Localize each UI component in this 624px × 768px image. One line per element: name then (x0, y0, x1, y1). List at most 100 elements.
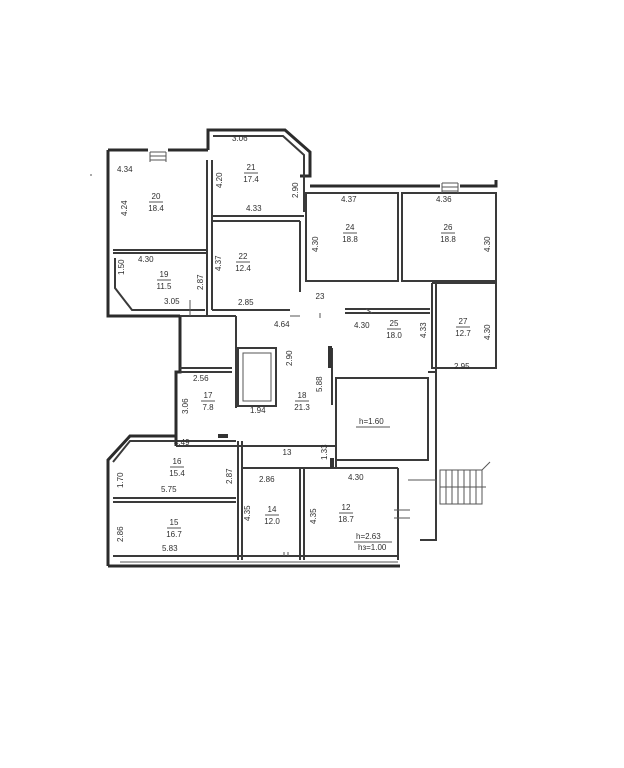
wall-16-inner (112, 440, 236, 463)
room-16-area: 15.4 (169, 469, 185, 478)
dim-2-90-18: 2.90 (285, 350, 294, 366)
wall-room21-inner (213, 135, 305, 212)
dim-2-87-19: 2.87 (196, 274, 205, 290)
dimension-labels: 3.06 4.34 4.20 2.90 4.24 4.33 4.37 4.36 … (116, 134, 492, 553)
dim-2-95: 2.95 (454, 362, 470, 371)
wall-room24 (305, 192, 399, 282)
dim-4-24: 4.24 (120, 200, 129, 216)
door-mark-16 (218, 434, 228, 438)
dim-4-30-27: 4.30 (483, 324, 492, 340)
room-18-area: 21.3 (294, 403, 310, 412)
wall-shaft (237, 347, 277, 407)
room-19-area: 11.5 (157, 282, 173, 291)
room-24-area: 18.8 (342, 235, 358, 244)
wall-top-26 (460, 180, 498, 188)
room-14-id: 14 (268, 505, 277, 514)
room-24-id: 24 (346, 223, 355, 232)
wall-left-top (106, 150, 180, 318)
room-18-id: 18 (298, 391, 307, 400)
dim-4-35-14: 4.35 (243, 505, 252, 521)
wall-stair-landing (408, 479, 437, 500)
room-23-id: 23 (316, 292, 325, 301)
dim-4-35-12: 4.35 (309, 508, 318, 524)
room12-hz-label: hз=1.00 (358, 543, 387, 552)
room12-height-label: h=2.63 (356, 532, 381, 541)
dim-4-30-19: 4.30 (138, 255, 154, 264)
room-21-area: 17.4 (243, 175, 259, 184)
stair-mark-20 (149, 151, 167, 162)
wall-room21-outer (206, 128, 312, 178)
room-12-area: 18.7 (338, 515, 354, 524)
dim-3-06-top: 3.06 (232, 134, 248, 143)
wall-17-left (174, 316, 182, 446)
room-25-area: 18.0 (386, 331, 402, 340)
wall-room26 (401, 192, 497, 282)
room-20-area: 18.4 (148, 204, 164, 213)
dim-2-86-15: 2.86 (116, 526, 125, 542)
room-22-id: 22 (239, 252, 248, 261)
dim-4-30-12: 4.30 (348, 473, 364, 482)
room-17-id: 17 (204, 391, 213, 400)
room-25-id: 25 (390, 319, 399, 328)
room-16-id: 16 (173, 457, 182, 466)
wall-left-bottom (106, 434, 176, 566)
stair-treads (440, 470, 486, 504)
stair-rail (481, 461, 491, 471)
room-19-id: 19 (160, 270, 169, 279)
dim-1-50: 1.50 (117, 259, 126, 275)
dim-4-37-24: 4.37 (341, 195, 357, 204)
dim-1-70: 1.70 (116, 472, 125, 488)
dim-4-49: 4.49 (174, 438, 190, 447)
dim-5-75: 5.75 (161, 485, 177, 494)
stair-mark-26 (441, 182, 459, 193)
dim-3-06-17: 3.06 (181, 398, 190, 414)
dim-1-94: 1.94 (250, 406, 266, 415)
dim-5-88: 5.88 (315, 376, 324, 392)
dim-2-90-21: 2.90 (291, 182, 300, 198)
dim-4-34: 4.34 (117, 165, 133, 174)
dim-4-64: 4.64 (274, 320, 290, 329)
dim-2-56: 2.56 (193, 374, 209, 383)
walls (106, 128, 498, 568)
room-26-area: 18.8 (440, 235, 456, 244)
wall-right-low (420, 466, 437, 541)
door-mark-18 (328, 346, 332, 368)
room-27-area: 12.7 (455, 329, 471, 338)
dim-4-30-24: 4.30 (311, 236, 320, 252)
dim-4-33-25: 4.33 (419, 322, 428, 338)
room-13-id: 13 (283, 448, 292, 457)
wall-lift-box (335, 377, 429, 461)
dim-4-36: 4.36 (436, 195, 452, 204)
ceiling-height-label: h=1.60 (359, 417, 384, 426)
dim-4-20: 4.20 (215, 172, 224, 188)
dim-2-86-14: 2.86 (259, 475, 275, 484)
height-annotations: h=1.60 h=2.63 hз=1.00 (354, 417, 392, 552)
wall-room27 (431, 282, 497, 369)
dim-4-37-22: 4.37 (214, 255, 223, 271)
wall-shaft-inner (242, 352, 272, 402)
dim-2-87-16: 2.87 (225, 468, 234, 484)
dim-1-33: 1.33 (320, 444, 329, 460)
room-14-area: 12.0 (264, 517, 280, 526)
room-27-id: 27 (459, 317, 468, 326)
room-15-area: 16.7 (166, 530, 182, 539)
dim-4-30-26: 4.30 (483, 236, 492, 252)
tick-marks (90, 174, 321, 556)
dim-5-83: 5.83 (162, 544, 178, 553)
room-26-id: 26 (444, 223, 453, 232)
dim-4-33: 4.33 (246, 204, 262, 213)
dim-4-30-25: 4.30 (354, 321, 370, 330)
room-15-id: 15 (170, 518, 179, 527)
room-21-id: 21 (247, 163, 256, 172)
dim-2-85: 2.85 (238, 298, 254, 307)
dim-3-05: 3.05 (164, 297, 180, 306)
door-mark-25 (365, 308, 373, 314)
wall-room19-inner (114, 258, 205, 311)
room-17-area: 7.8 (202, 403, 214, 412)
room-12-id: 12 (342, 503, 351, 512)
room-22-area: 12.4 (235, 264, 251, 273)
door-mark-13 (330, 458, 334, 468)
room-labels: 20 18.4 21 17.4 19 11.5 22 12.4 24 18.8 … (148, 163, 471, 539)
room-20-id: 20 (152, 192, 161, 201)
